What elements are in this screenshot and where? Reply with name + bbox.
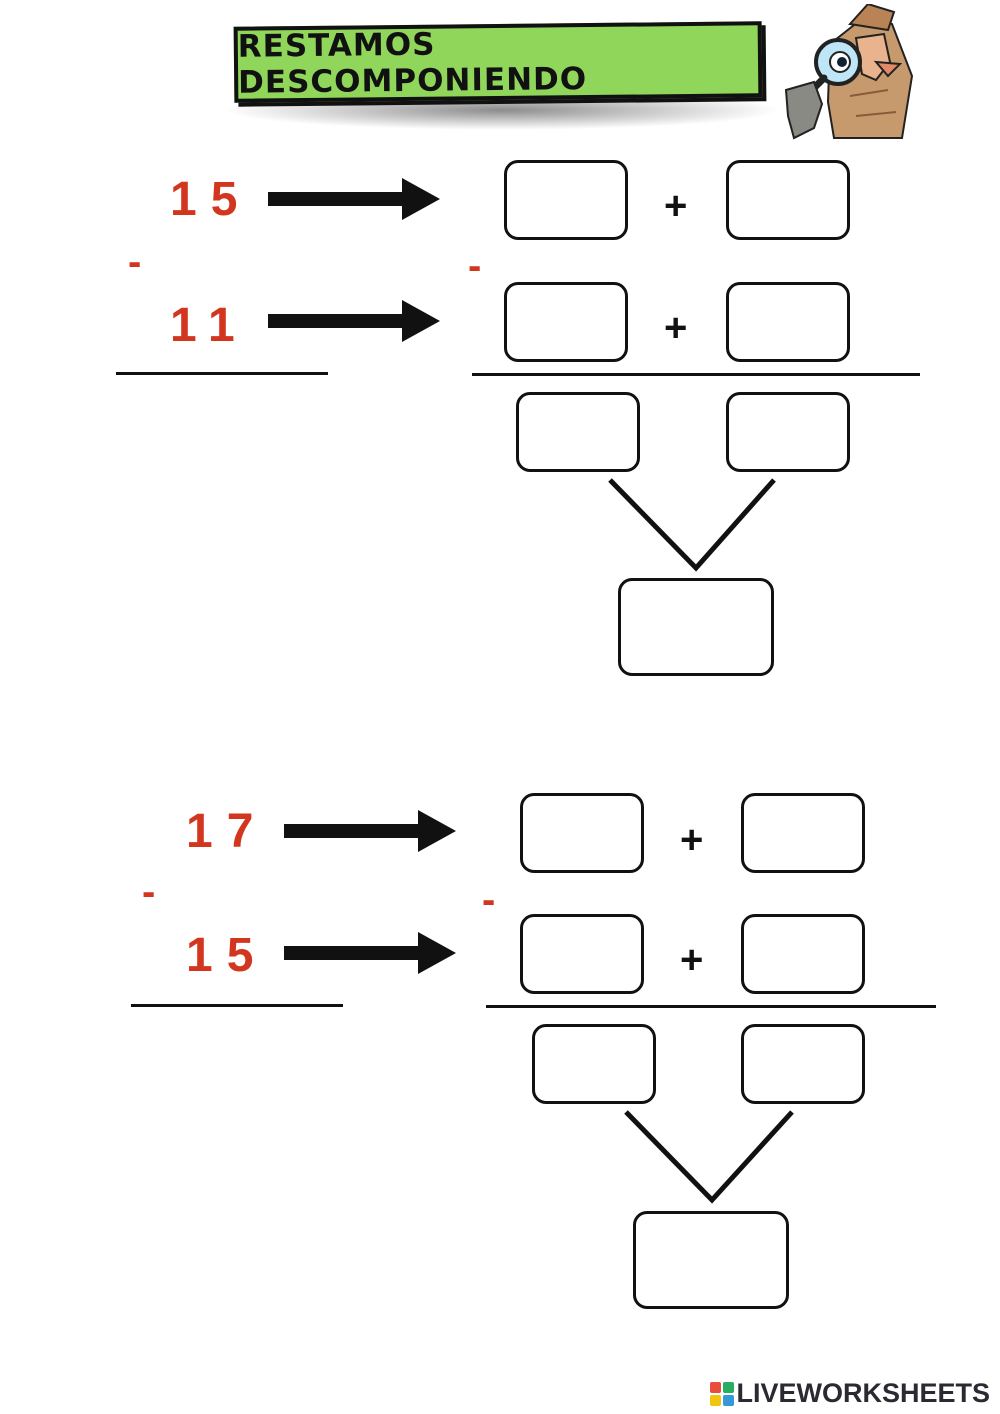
tens-difference-box[interactable] <box>516 392 640 472</box>
footer-brand: LIVEWORKSHEETS <box>710 1378 990 1409</box>
units-answer-box[interactable] <box>726 160 850 240</box>
join-v-lines <box>624 1110 794 1204</box>
tens-answer-box[interactable] <box>504 160 628 240</box>
liveworksheets-logo-icon <box>710 1381 735 1406</box>
final-answer-box[interactable] <box>633 1211 789 1309</box>
footer-brand-text: LIVEWORKSHEETS <box>736 1378 990 1408</box>
result-line <box>131 1004 343 1007</box>
units-answer-box[interactable] <box>726 282 850 362</box>
page-title: RESTAMOS DESCOMPONIENDO <box>237 26 588 101</box>
arrow-right-icon <box>268 300 440 342</box>
tens-answer-box[interactable] <box>520 914 644 994</box>
tens-answer-box[interactable] <box>504 282 628 362</box>
final-answer-box[interactable] <box>618 578 774 676</box>
subtrahend-number: 11 <box>170 299 249 352</box>
minuend-number: 17 <box>186 805 268 858</box>
plus-sign: + <box>664 184 688 228</box>
detective-magnifier-icon <box>784 4 914 140</box>
units-difference-box[interactable] <box>726 392 850 472</box>
minus-sign: - <box>128 240 142 284</box>
tens-answer-box[interactable] <box>520 793 644 873</box>
units-answer-box[interactable] <box>741 793 865 873</box>
title-banner: RESTAMOS DESCOMPONIENDO <box>233 21 763 103</box>
subtrahend-number: 15 <box>186 929 268 982</box>
minus-sign: - <box>142 870 156 914</box>
result-line <box>486 1005 936 1008</box>
result-line <box>472 373 920 376</box>
join-v-lines <box>608 478 776 572</box>
minus-sign: - <box>468 244 482 288</box>
result-line <box>116 372 328 375</box>
minus-sign: - <box>482 878 496 922</box>
arrow-right-icon <box>284 932 456 974</box>
arrow-right-icon <box>268 178 440 220</box>
plus-sign: + <box>680 818 704 862</box>
units-answer-box[interactable] <box>741 914 865 994</box>
tens-difference-box[interactable] <box>532 1024 656 1104</box>
plus-sign: + <box>664 306 688 350</box>
arrow-right-icon <box>284 810 456 852</box>
plus-sign: + <box>680 938 704 982</box>
minuend-number: 15 <box>170 173 252 226</box>
units-difference-box[interactable] <box>741 1024 865 1104</box>
